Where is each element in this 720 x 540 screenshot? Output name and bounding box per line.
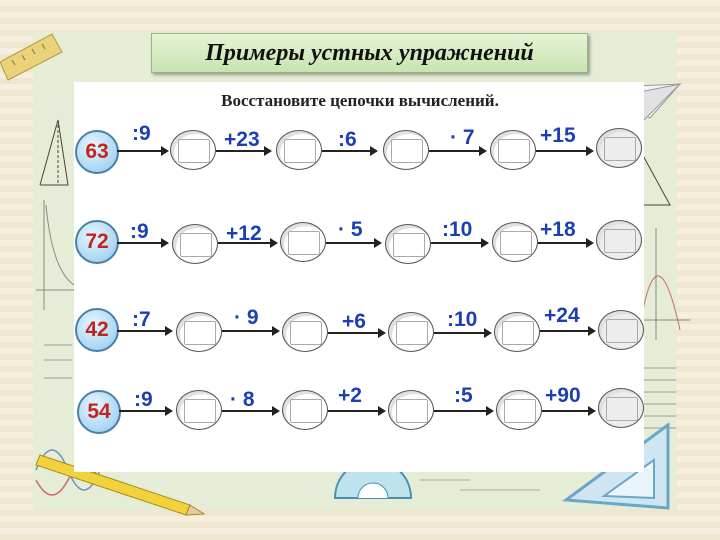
answer-blank[interactable] bbox=[496, 390, 542, 430]
chain-arrow bbox=[431, 238, 489, 248]
chain-arrow bbox=[429, 146, 487, 156]
answer-blank[interactable] bbox=[170, 130, 216, 170]
page-title: Примеры устных упражнений bbox=[205, 39, 534, 66]
chain-operation: +18 bbox=[540, 218, 576, 241]
chain-operation: · 8 bbox=[230, 388, 255, 411]
chain-operation: +15 bbox=[540, 124, 576, 147]
chain-arrow bbox=[538, 238, 594, 248]
chain-arrow bbox=[117, 238, 169, 248]
chain-operation: +90 bbox=[545, 384, 581, 407]
chain-operation: :10 bbox=[447, 308, 478, 331]
chain-arrow bbox=[218, 238, 278, 248]
chain-arrow bbox=[328, 328, 386, 338]
answer-blank[interactable] bbox=[176, 390, 222, 430]
chain-operation: :10 bbox=[442, 218, 473, 241]
chain-arrow bbox=[322, 146, 378, 156]
final-answer-blank[interactable] bbox=[598, 310, 644, 350]
right-triangle-drawing-icon bbox=[639, 149, 671, 206]
chain-operation: +24 bbox=[544, 304, 580, 327]
instruction-text: Восстановите цепочки вычислений. bbox=[221, 91, 499, 110]
answer-blank[interactable] bbox=[383, 130, 429, 170]
multiplication-table-icon bbox=[644, 367, 676, 429]
final-answer-blank[interactable] bbox=[596, 128, 642, 168]
chain-arrow bbox=[434, 406, 494, 416]
chain-arrow bbox=[328, 406, 386, 416]
chain-operation: :5 bbox=[454, 384, 473, 407]
chain-arrow bbox=[119, 406, 173, 416]
chain-operation: :9 bbox=[130, 220, 149, 243]
answer-blank[interactable] bbox=[388, 312, 434, 352]
final-answer-blank[interactable] bbox=[596, 220, 642, 260]
title-banner: Примеры устных упражнений bbox=[151, 33, 588, 73]
answer-blank[interactable] bbox=[492, 222, 538, 262]
graph-drawing-icon bbox=[36, 200, 75, 310]
chain-start-number: 63 bbox=[75, 130, 119, 174]
chain-operation: +6 bbox=[342, 310, 366, 333]
chain-start-number: 72 bbox=[75, 220, 119, 264]
chain-arrow bbox=[542, 406, 596, 416]
answer-blank[interactable] bbox=[490, 130, 536, 170]
chain-arrow bbox=[222, 326, 280, 336]
answer-blank[interactable] bbox=[494, 312, 540, 352]
chain-operation: · 9 bbox=[234, 306, 259, 329]
chain-start-number: 54 bbox=[77, 390, 121, 434]
chain-arrow bbox=[434, 328, 492, 338]
column-calc-icon bbox=[44, 344, 72, 379]
ruler-icon bbox=[0, 33, 63, 81]
answer-blank[interactable] bbox=[276, 130, 322, 170]
answer-blank[interactable] bbox=[282, 390, 328, 430]
chain-operation: +2 bbox=[338, 384, 362, 407]
final-answer-blank[interactable] bbox=[598, 388, 644, 428]
answer-blank[interactable] bbox=[282, 312, 328, 352]
chain-operation: :9 bbox=[132, 122, 151, 145]
chain-arrow bbox=[222, 406, 280, 416]
chain-operation: :6 bbox=[338, 128, 357, 151]
chain-arrow bbox=[536, 146, 594, 156]
chain-operation: · 5 bbox=[338, 218, 363, 241]
chain-arrow bbox=[117, 326, 173, 336]
answer-blank[interactable] bbox=[280, 222, 326, 262]
chain-start-number: 42 bbox=[75, 308, 119, 352]
answer-blank[interactable] bbox=[388, 390, 434, 430]
chain-operation: :9 bbox=[134, 388, 153, 411]
chain-operation: +12 bbox=[226, 222, 262, 245]
chain-arrow bbox=[540, 326, 596, 336]
triangle-drawing-icon bbox=[39, 119, 69, 186]
chain-operation: · 7 bbox=[450, 126, 475, 149]
chain-arrow bbox=[216, 146, 272, 156]
answer-blank[interactable] bbox=[385, 224, 431, 264]
chain-operation: +23 bbox=[224, 128, 260, 151]
chain-operation: :7 bbox=[132, 308, 151, 331]
right-graph-drawing-icon bbox=[640, 228, 690, 340]
chain-arrow bbox=[326, 238, 382, 248]
chain-arrow bbox=[117, 146, 169, 156]
answer-blank[interactable] bbox=[176, 312, 222, 352]
answer-blank[interactable] bbox=[172, 224, 218, 264]
